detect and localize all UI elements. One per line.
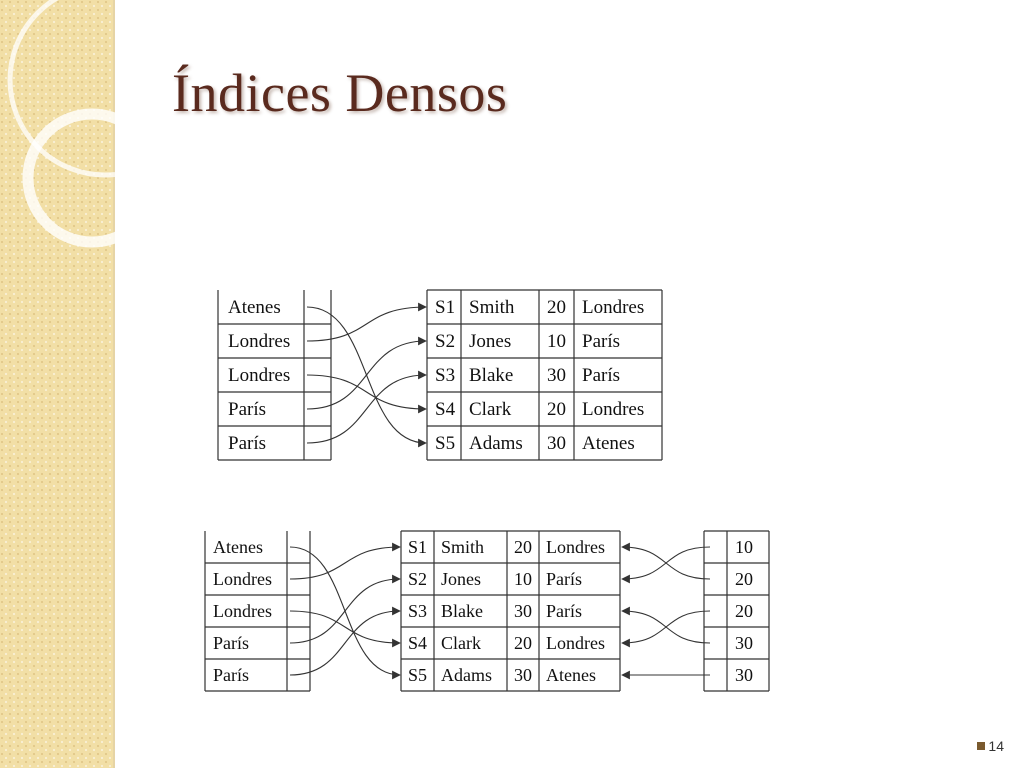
- top-records-cell-status: 20: [547, 297, 566, 318]
- decor-circle-medium: [22, 108, 115, 248]
- right-pointer-arrow: [621, 542, 711, 580]
- right-index-key: 30: [735, 665, 753, 685]
- bottom-records-cell-name: Clark: [441, 633, 481, 653]
- top-records-cell-id: S5: [435, 433, 455, 454]
- top-records-cell-city: París: [582, 331, 620, 352]
- bottom-records-cell-city: Atenes: [546, 665, 596, 685]
- slide-title: Índices Densos: [172, 63, 508, 123]
- bottom-index-key: Londres: [213, 569, 272, 589]
- decor-circle-large: [7, 0, 115, 178]
- top-records-cell-name: Blake: [469, 365, 513, 386]
- page-number-label: 14: [988, 738, 1004, 754]
- right-pointer-arrow: [621, 606, 711, 644]
- top-pointer-arrow: [306, 374, 427, 414]
- bottom-index-key: Londres: [213, 601, 272, 621]
- bottom-records-cell-city: Londres: [546, 537, 605, 557]
- bottom-pointer-arrow: [289, 542, 401, 580]
- side-band-border: [113, 0, 115, 768]
- top-records-cell-name: Smith: [469, 297, 515, 318]
- top-pointer-arrow: [306, 336, 427, 410]
- bottom-records-cell-name: Blake: [441, 601, 483, 621]
- top-records-cell-id: S1: [435, 297, 455, 318]
- bottom-records-cell-city: Londres: [546, 633, 605, 653]
- right-index-key: 20: [735, 569, 753, 589]
- bottom-records-cell-city: París: [546, 601, 582, 621]
- page-bullet-icon: [977, 742, 986, 750]
- top-records-cell-city: París: [582, 365, 620, 386]
- bottom-records-cell-id: S2: [408, 569, 427, 589]
- bottom-records-cell-status: 20: [514, 633, 532, 653]
- right-index-key: 20: [735, 601, 753, 621]
- top-records-cell-id: S3: [435, 365, 455, 386]
- top-records-cell-city: Londres: [582, 297, 644, 318]
- bottom-records-cell-id: S5: [408, 665, 427, 685]
- bottom-records-cell-id: S1: [408, 537, 427, 557]
- right-index-key: 10: [735, 537, 753, 557]
- bottom-records-cell-status: 20: [514, 537, 532, 557]
- top-index-key: París: [228, 433, 266, 454]
- bottom-records-cell-name: Adams: [441, 665, 492, 685]
- bottom-pointer-arrow: [289, 610, 401, 648]
- decorative-circles: [7, 0, 115, 248]
- top-index-key: París: [228, 399, 266, 420]
- bottom-records-cell-city: París: [546, 569, 582, 589]
- top-index-key: Londres: [228, 331, 290, 352]
- bottom-records-cell-status: 30: [514, 601, 532, 621]
- bottom-records-cell-id: S3: [408, 601, 427, 621]
- bottom-records-cell-status: 30: [514, 665, 532, 685]
- bottom-index-key: Atenes: [213, 537, 263, 557]
- top-pointer-arrow: [306, 302, 427, 342]
- top-records-cell-status: 30: [547, 433, 566, 454]
- top-records-cell-name: Clark: [469, 399, 512, 420]
- top-index-key: Atenes: [228, 297, 281, 318]
- top-records-cell-id: S2: [435, 331, 455, 352]
- top-records-cell-name: Adams: [469, 433, 523, 454]
- top-records-cell-status: 20: [547, 399, 566, 420]
- right-index-key: 30: [735, 633, 753, 653]
- bottom-pointer-arrow: [289, 574, 401, 644]
- bottom-records-cell-status: 10: [514, 569, 532, 589]
- page-number: 14: [977, 738, 1004, 754]
- top-pointer-arrow: [306, 370, 427, 444]
- top-records-cell-status: 30: [547, 365, 566, 386]
- top-records-cell-name: Jones: [469, 331, 511, 352]
- top-records-cell-city: Atenes: [582, 433, 635, 454]
- bottom-pointer-arrow: [289, 606, 401, 676]
- bottom-records-cell-name: Smith: [441, 537, 484, 557]
- top-records-cell-city: Londres: [582, 399, 644, 420]
- top-index-key: Londres: [228, 365, 290, 386]
- bottom-index-key: París: [213, 665, 249, 685]
- top-records-cell-status: 10: [547, 331, 566, 352]
- top-records-cell-id: S4: [435, 399, 456, 420]
- bottom-records-cell-name: Jones: [441, 569, 481, 589]
- bottom-records-cell-id: S4: [408, 633, 427, 653]
- bottom-index-key: París: [213, 633, 249, 653]
